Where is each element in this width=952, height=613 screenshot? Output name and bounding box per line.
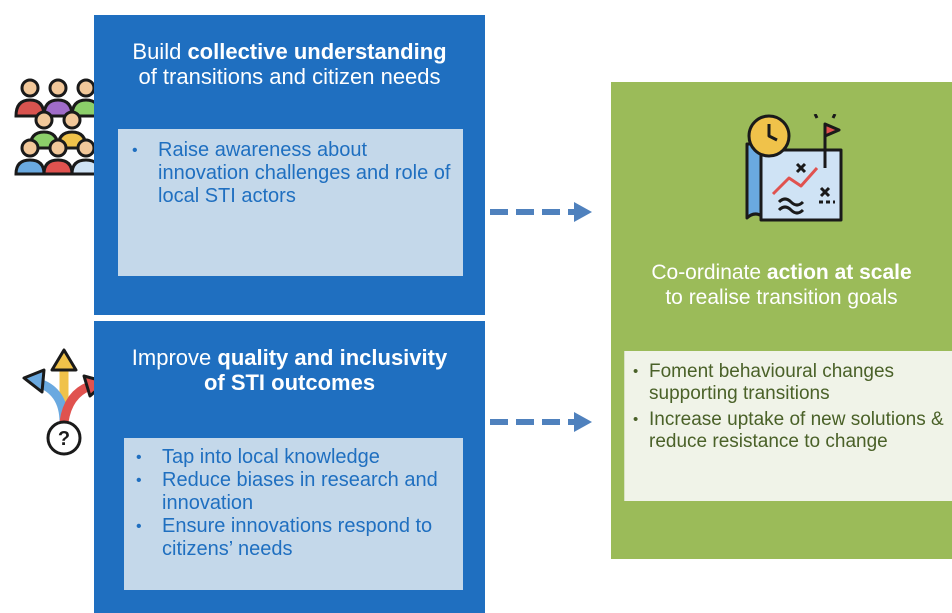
bullet-item: Foment behavioural changes supporting tr… [631,361,946,405]
dashed-arrow-top [490,202,592,222]
action-bullets: Foment behavioural changes supporting tr… [624,351,952,501]
understanding-bullets: Raise awareness about innovation challen… [118,129,463,276]
bullet-item: Tap into local knowledge [134,446,453,469]
bullet-item: Reduce biases in research and innovation [134,469,453,515]
title-line2: to realise transition goals [665,286,898,309]
action-panel: Co-ordinate action at scale to realise t… [611,82,952,559]
bullet-item: Ensure innovations respond to citizens’ … [134,515,453,561]
dashed-arrow-bottom [490,412,592,432]
action-title: Co-ordinate action at scale to realise t… [611,260,952,310]
understanding-panel: Build collective understanding of transi… [94,15,485,315]
title-emphasis: action at scale [766,261,912,284]
title-line2: of STI outcomes [203,370,376,395]
strategy-map-icon [745,114,843,222]
title-text: Build [132,39,188,64]
quality-title: Improve quality and inclusivity of STI o… [94,345,485,395]
title-text: Improve [131,345,218,370]
bullet-item: Raise awareness about innovation challen… [130,139,453,208]
understanding-title: Build collective understanding of transi… [94,39,485,89]
title-emphasis: collective understanding [187,39,447,64]
quality-panel: Improve quality and inclusivity of STI o… [94,321,485,613]
people-group-icon [14,78,102,176]
title-emphasis: quality and inclusivity [217,345,448,370]
title-text: Co-ordinate [651,261,767,284]
decision-arrows-icon: ? [22,348,108,456]
bullet-item: Increase uptake of new solutions & reduc… [631,409,946,453]
title-line2: of transitions and citizen needs [138,64,441,89]
svg-text:?: ? [58,428,70,450]
quality-bullets: Tap into local knowledge Reduce biases i… [124,438,463,590]
